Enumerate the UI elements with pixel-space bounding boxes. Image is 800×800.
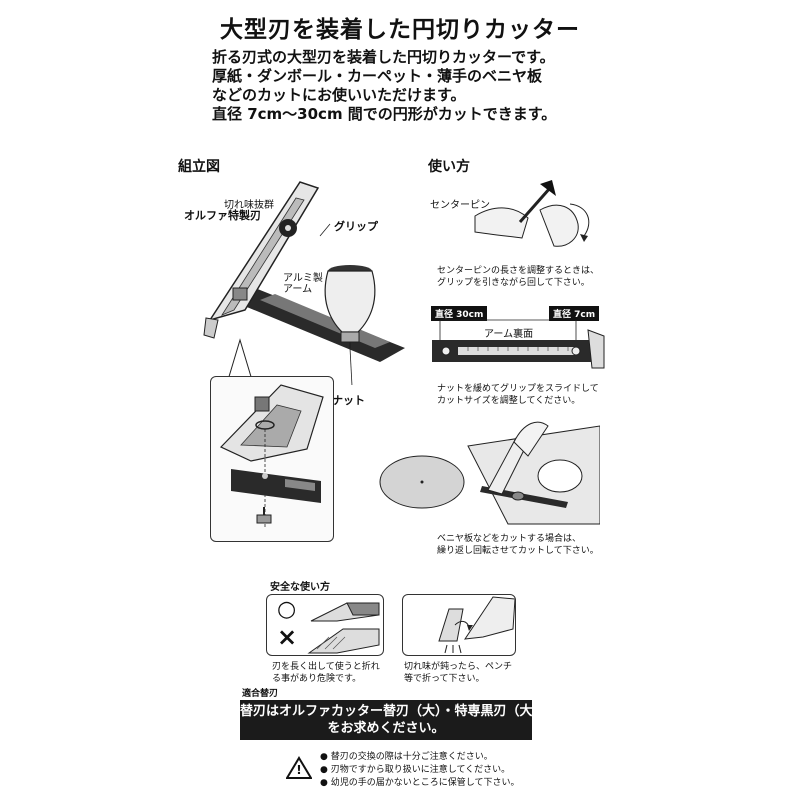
cutting-illustration [379, 421, 600, 525]
nut-note: ナットを緩めてグリップをスライドして カットサイズを調整してください。 [437, 384, 599, 406]
bend-arrow-icon [467, 625, 473, 631]
aluminum-arm [230, 288, 405, 362]
arm-back-label: アーム裏面 [484, 329, 534, 340]
plywood-note: ベニヤ板などをカットする場合は、 繰り返し回転させてカットして下さい。 [437, 534, 599, 556]
intro-line: 折る刃式の大型刃を装着した円切りカッターです。 [212, 48, 555, 66]
ng-symbol: × [277, 623, 298, 651]
blade-extension-illustration [307, 602, 380, 654]
rotate-arrow-icon [580, 234, 588, 242]
arrow-icon [540, 180, 556, 196]
assembly-heading: 組立図 [178, 159, 220, 175]
safety-left-panel: ○ × [266, 594, 384, 656]
intro-line: などのカットにお使いいただけます。 [212, 86, 466, 104]
warning-note: ● 幼児の手の届かないところに保管して下さい。 [320, 778, 520, 788]
pin-note: センターピンの長さを調整するときは、 グリップを引きながら回して下さい。 [437, 266, 600, 288]
ok-symbol: ○ [277, 597, 297, 622]
small-nut [232, 287, 248, 301]
warning-icon [286, 756, 312, 779]
zoom-panel [210, 376, 334, 542]
warning-notes: ● 替刃の交換の際は十分ご注意ください。 ● 刃物ですから取り扱いに注意してくだ… [320, 751, 519, 790]
nut-label: ナット [332, 394, 365, 407]
board [467, 425, 600, 525]
replacement-box: 替刃はオルファカッター替刃（大）・特専黒刃（大） をお求めください。 [240, 700, 546, 740]
detail-nut [254, 396, 270, 412]
hand-pin-illustration [474, 180, 590, 247]
replacement-line: 替刃はオルファカッター替刃（大）・特専黒刃（大） [240, 704, 546, 719]
warning-note: ● 刃物ですから取り扱いに注意してください。 [320, 765, 511, 775]
intro-line: 厚紙・ダンボール・カーペット・薄手のベニヤ板 [212, 67, 543, 85]
blade-sub-label: 切れ味抜群 [224, 200, 274, 211]
diameter-30-tag: 直径 30cm [431, 306, 488, 321]
callout-pointer [227, 338, 253, 380]
break-blade-illustration [438, 596, 515, 654]
page-title: 大型刃を装着した円切りカッター [220, 17, 580, 43]
warning-symbol: ! [296, 763, 302, 777]
usage-heading: 使い方 [428, 159, 470, 175]
cutter-assembly-illustration [203, 181, 405, 385]
safety-right-note: 切れ味が鈍ったら、ペンチ 等で折って下さい。 [404, 662, 513, 684]
grip-nut [340, 331, 360, 343]
replacement-line: をお求めください。 [327, 721, 445, 736]
intro-line: 直径 7cm〜30cm 間での円形がカットできます。 [212, 105, 557, 123]
arm-back-diagram [432, 319, 605, 369]
blade-mount-detail [219, 384, 324, 527]
safety-left-note: 刃を長く出して使うと折れ る事があり危険です。 [272, 662, 380, 684]
arm-label-2: アーム [283, 284, 313, 295]
intro-text: 折る刃式の大型刃を装着した円切りカッターです。 厚紙・ダンボール・カーペット・薄… [212, 48, 632, 124]
grip-label: グリップ [334, 220, 378, 233]
blade-label: オルファ特製刃 [184, 209, 261, 222]
center-pin-icon [518, 187, 552, 223]
detail-arm [231, 469, 321, 503]
safety-heading: 安全な使い方 [270, 582, 330, 593]
diameter-7-tag: 直径 7cm [549, 306, 600, 321]
blade-tip [203, 317, 219, 339]
arm-label-1: アルミ製 [283, 273, 323, 284]
warning-note: ● 替刃の交換の際は十分ご注意ください。 [320, 752, 493, 762]
screw-head-icon [256, 514, 272, 524]
replacement-heading: 適合替刃 [242, 689, 279, 699]
center-pin-label: センターピン [430, 200, 490, 211]
safety-right-panel [402, 594, 516, 656]
